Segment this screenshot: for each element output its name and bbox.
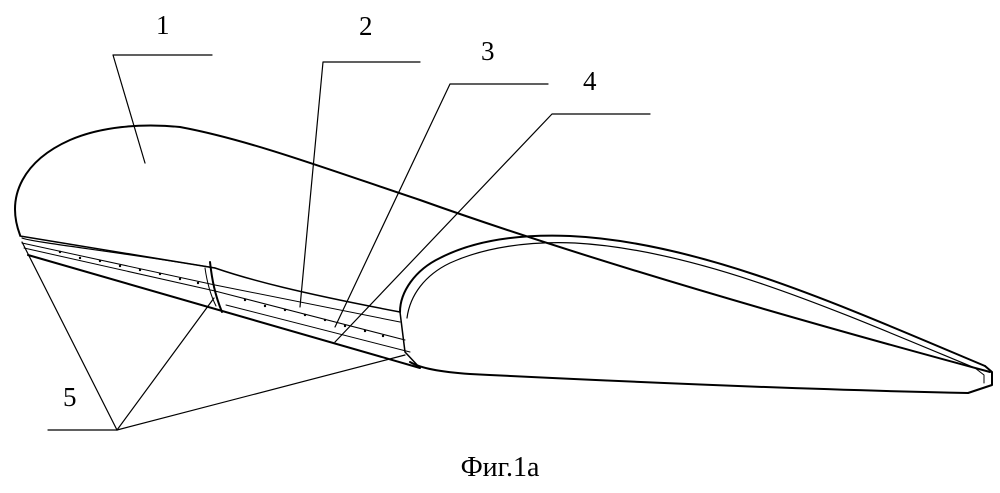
upper-profile-outline (15, 126, 990, 372)
cross-section-profile-inner (407, 243, 975, 368)
label-part-5: 5 (63, 384, 77, 411)
leader-3 (335, 84, 548, 327)
label-part-2: 2 (359, 13, 373, 40)
label-part-4: 4 (583, 68, 597, 95)
leader-1 (113, 55, 212, 163)
cross-section-lower (410, 362, 968, 393)
figure-caption: Фиг.1а (0, 452, 1000, 484)
label-part-3: 3 (481, 38, 495, 65)
spar-layer-line-b (24, 248, 405, 340)
label-part-1: 1 (156, 12, 170, 39)
perforation-dots (59, 251, 384, 337)
spar-layer-line-c (226, 305, 410, 352)
cross-section-front-edge (400, 312, 420, 368)
leader-5c (117, 355, 405, 430)
leader-5b (117, 298, 214, 430)
